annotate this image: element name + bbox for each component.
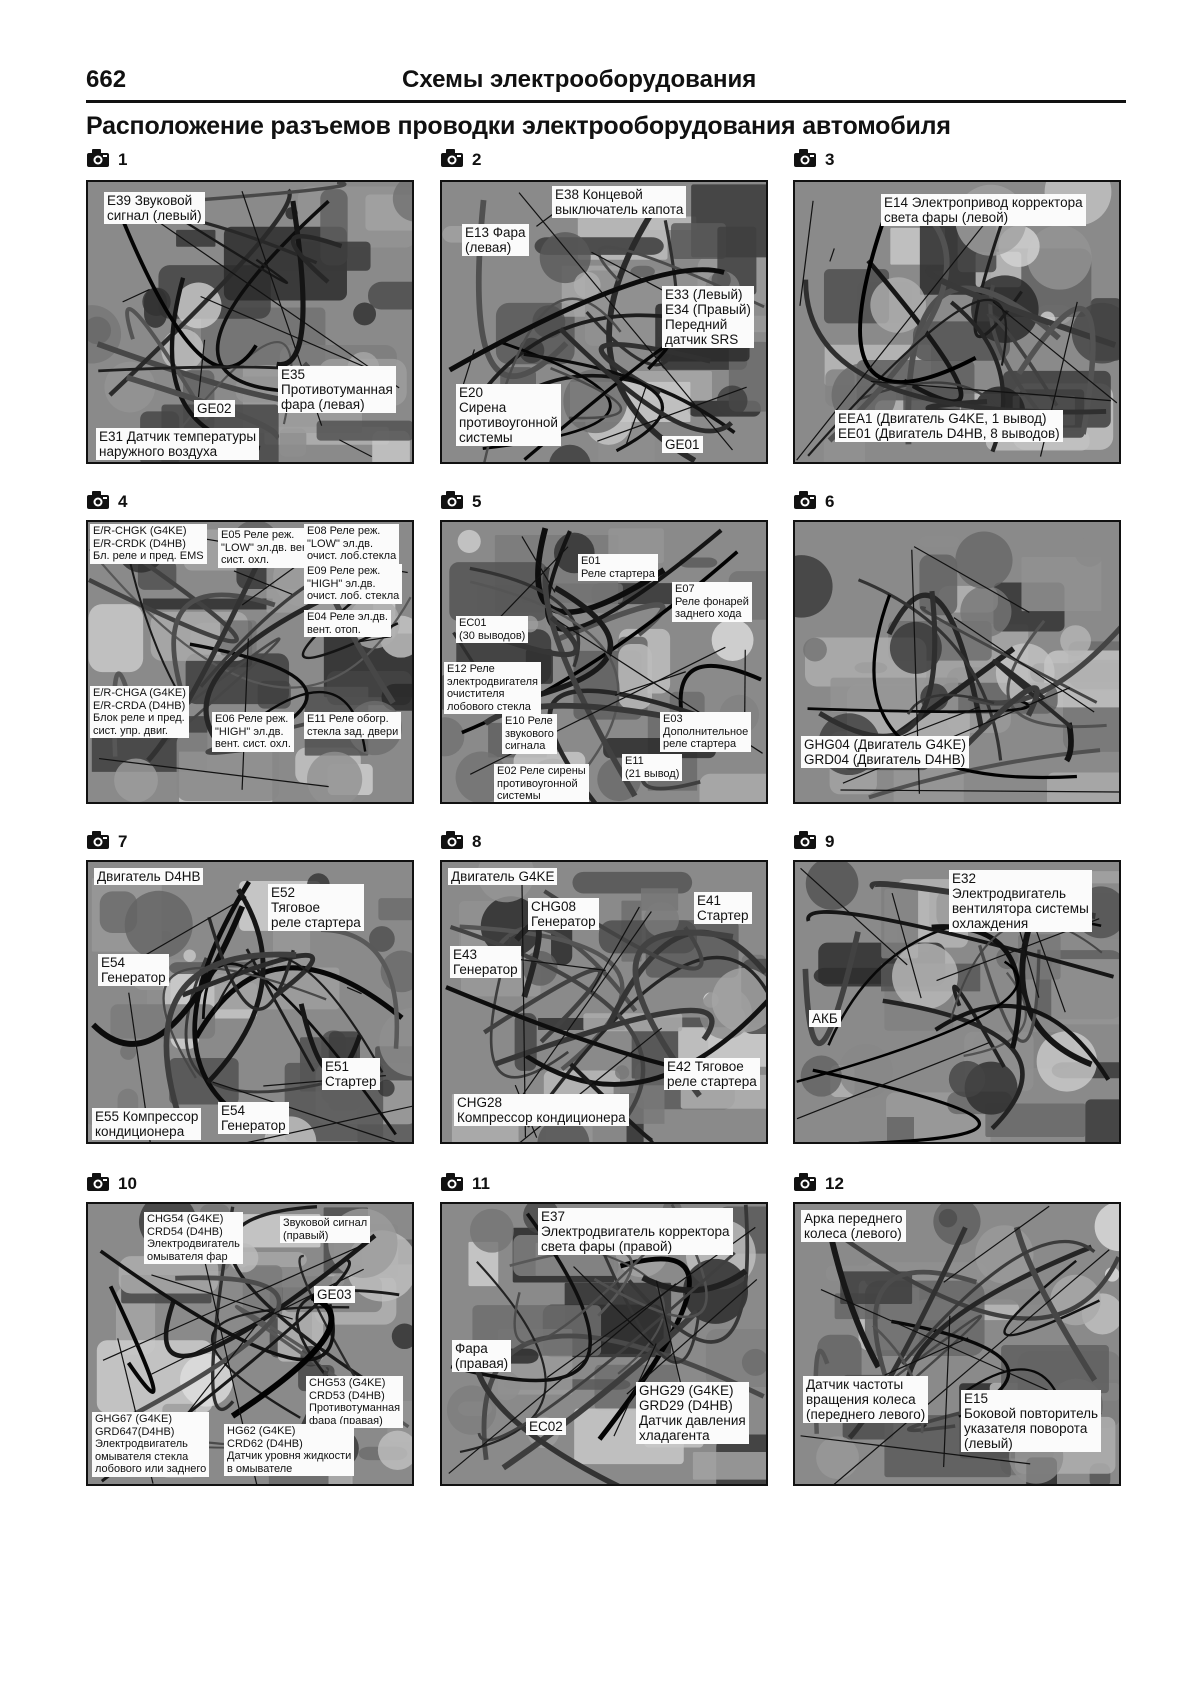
connector-label: E52 Тяговое реле стартера [268, 884, 364, 931]
camera-icon [441, 831, 463, 849]
connector-label: CHG08 Генератор [528, 898, 599, 930]
connector-label: E/R-CHGK (G4KE) E/R-CRDK (D4HB) Бл. реле… [90, 524, 207, 564]
camera-icon [794, 831, 816, 849]
photo-number: 2 [472, 150, 482, 169]
connector-label: E13 Фара (левая) [462, 224, 529, 256]
connector-label: E01 Реле стартера [578, 554, 658, 581]
connector-label: CHG28 Компрессор кондиционера [454, 1094, 629, 1126]
connector-label: E54 Генератор [218, 1102, 289, 1134]
connector-label: EEA1 (Двигатель G4KE, 1 вывод) EE01 (Дви… [835, 410, 1063, 442]
connector-label: E09 Реле реж. "HIGH" эл.дв. очист. лоб. … [304, 564, 403, 604]
connector-label: HG62 (G4KE) CRD62 (D4HB) Датчик уровня ж… [224, 1424, 355, 1476]
connector-label: E11 (21 вывод) [622, 754, 683, 781]
photo-panel: E14 Электропривод корректора света фары … [793, 180, 1121, 464]
connector-label: E14 Электропривод корректора света фары … [881, 194, 1086, 226]
photo-number: 1 [118, 150, 128, 169]
page-header: 662 Схемы электрооборудования [86, 62, 1126, 103]
connector-label: E43 Генератор [450, 946, 521, 978]
photo-number: 12 [825, 1174, 844, 1193]
section-title: Схемы электрооборудования [402, 66, 757, 93]
connector-label: E04 Реле эл.дв. вент. отоп. [304, 610, 391, 637]
connector-label: E41 Стартер [694, 892, 752, 924]
connector-label: E11 Реле обогр. стекла зад. двери [304, 712, 402, 739]
connector-label: Звуковой сигнал (правый) [280, 1216, 371, 1243]
connector-label: E55 Компрессор кондиционера [92, 1108, 202, 1140]
photo-number: 5 [472, 492, 482, 511]
connector-label: E05 Реле реж. "LOW" эл.дв. вент. сист. о… [218, 528, 318, 568]
camera-icon [441, 149, 463, 167]
connector-label: E54 Генератор [98, 954, 169, 986]
connector-label: GE01 [662, 436, 703, 453]
camera-icon [794, 149, 816, 167]
camera-icon [441, 1173, 463, 1191]
photo-panel: E39 Звуковой сигнал (левый) E35 Противоту… [86, 180, 414, 464]
connector-label: Двигатель G4KE [448, 868, 558, 885]
connector-label: E07 Реле фонарей заднего хода [672, 582, 752, 622]
camera-icon [794, 1173, 816, 1191]
connector-label: E33 (Левый) E34 (Правый) Передний датчик… [662, 286, 754, 348]
connector-label: АКБ [809, 1010, 841, 1027]
camera-icon [87, 491, 109, 509]
connector-label: E42 Тяговое реле стартера [664, 1058, 760, 1090]
photo-number: 9 [825, 832, 835, 851]
connector-label: Фара (правая) [452, 1340, 512, 1372]
connector-label: CHG53 (G4KE) CRD53 (D4HB) Противотуманна… [306, 1376, 404, 1428]
connector-label: E39 Звуковой сигнал (левый) [104, 192, 205, 224]
photo-panel: GHG04 (Двигатель G4KE) GRD04 (Двигатель … [793, 520, 1121, 804]
connector-label: GE02 [194, 400, 235, 417]
photo-panel: CHG54 (G4KE) CRD54 (D4HB) Электродвигате… [86, 1202, 414, 1486]
connector-label: GHG29 (G4KE) GRD29 (D4HB) Датчик давлени… [636, 1382, 749, 1444]
engine-bay-photo [88, 522, 412, 802]
connector-label: GHG67 (G4KE) GRD647(D4HB) Электродвигате… [92, 1412, 210, 1477]
page-title: Расположение разъемов проводки электрооб… [86, 112, 951, 140]
connector-label: E12 Реле электродвигателя очистителя лоб… [444, 662, 541, 714]
connector-label: Двигатель D4HB [94, 868, 204, 885]
page-number: 662 [86, 66, 127, 93]
photo-number: 3 [825, 150, 835, 169]
connector-label: E15 Боковой повторитель указателя поворо… [961, 1390, 1102, 1452]
connector-label: E51 Стартер [322, 1058, 380, 1090]
photo-panel: E37 Электродвигатель корректора света фа… [440, 1202, 768, 1486]
connector-label: EC02 [526, 1418, 566, 1435]
camera-icon [87, 149, 109, 167]
photo-number: 8 [472, 832, 482, 851]
connector-label: E/R-CHGA (G4KE) E/R-CRDA (D4HB) Блок рел… [90, 686, 189, 738]
photo-panel: Арка переднего колеса (левого) Датчик час… [793, 1202, 1121, 1486]
connector-label: GE03 [314, 1286, 355, 1303]
connector-label: E31 Датчик температуры наружного воздуха [96, 428, 260, 460]
camera-icon [794, 491, 816, 509]
connector-label: E32 Электродвигатель вентилятора системы… [949, 870, 1092, 932]
camera-icon [87, 831, 109, 849]
photo-number: 7 [118, 832, 128, 851]
connector-label: E02 Реле сирены противоугонной системы [494, 764, 589, 802]
connector-label: E06 Реле реж. "HIGH" эл.дв. вент. сист. … [212, 712, 294, 752]
photo-panel: E/R-CHGK (G4KE) E/R-CRDK (D4HB) Бл. реле… [86, 520, 414, 804]
connector-label: Датчик частоты вращения колеса (переднег… [803, 1376, 929, 1423]
connector-label: E37 Электродвигатель корректора света фа… [538, 1208, 733, 1255]
connector-label: GHG04 (Двигатель G4KE) GRD04 (Двигатель … [801, 736, 969, 768]
connector-label: EC01 (30 выводов) [456, 616, 529, 643]
connector-label: CHG54 (G4KE) CRD54 (D4HB) Электродвигате… [144, 1212, 243, 1264]
photo-number: 6 [825, 492, 835, 511]
connector-label: E03 Дополнительное реле стартера [660, 712, 752, 752]
photo-panel: E32 Электродвигатель вентилятора системы… [793, 860, 1121, 1144]
photo-number: 4 [118, 492, 128, 511]
engine-bay-photo [88, 182, 412, 462]
camera-icon [87, 1173, 109, 1191]
connector-label: Арка переднего колеса (левого) [801, 1210, 906, 1242]
connector-label: E35 Противотуманная фара (левая) [278, 366, 396, 413]
engine-bay-photo [795, 182, 1119, 462]
connector-label: E08 Реле реж. "LOW" эл.дв. очист. лоб.ст… [304, 524, 400, 564]
connector-label: E10 Реле звукового сигнала [502, 714, 557, 754]
connector-label: E20 Сирена противоугонной системы [456, 384, 561, 446]
connector-label: E38 Концевой выключатель капота [552, 186, 687, 218]
photo-number: 10 [118, 1174, 137, 1193]
photo-number: 11 [472, 1174, 490, 1193]
camera-icon [441, 491, 463, 509]
photo-panel: Двигатель G4KE CHG08 Генератор E41 Стартер… [440, 860, 768, 1144]
